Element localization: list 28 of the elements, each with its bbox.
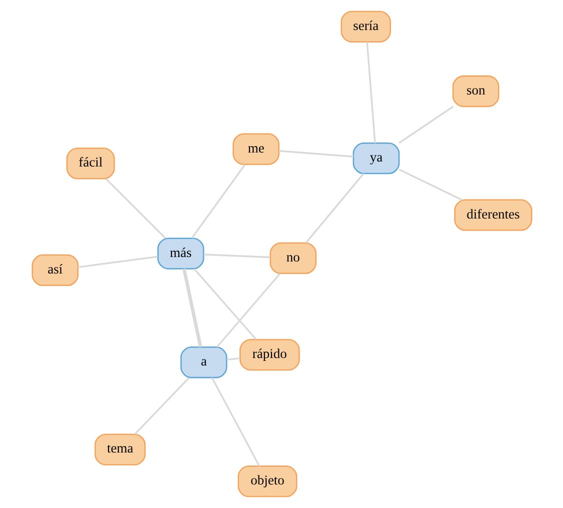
node-box: tema: [94, 434, 146, 466]
connector: [190, 164, 246, 239]
connector: [216, 273, 280, 348]
connector: [134, 377, 189, 435]
connector: [193, 268, 256, 340]
connector: [104, 178, 166, 239]
node-box: no: [269, 242, 316, 274]
node-box: fácil: [66, 148, 114, 180]
connector: [278, 150, 353, 158]
node-box: ya: [352, 142, 400, 174]
node-box: sería: [340, 10, 390, 42]
connector: [182, 268, 202, 348]
connector: [398, 168, 462, 201]
connector: [77, 256, 158, 268]
node-box: a: [180, 346, 227, 378]
connector: [366, 42, 376, 144]
node-box: me: [232, 133, 279, 165]
connector: [210, 377, 260, 466]
connector: [203, 254, 270, 258]
node-box: rápido: [239, 338, 300, 371]
node-box: objeto: [237, 466, 297, 498]
connector: [398, 106, 454, 144]
connector: [226, 357, 240, 361]
node-box: son: [452, 75, 499, 108]
node-box: así: [31, 254, 78, 286]
node-box: más: [156, 238, 204, 270]
connector: [304, 173, 364, 244]
node-box: diferentes: [454, 199, 532, 231]
